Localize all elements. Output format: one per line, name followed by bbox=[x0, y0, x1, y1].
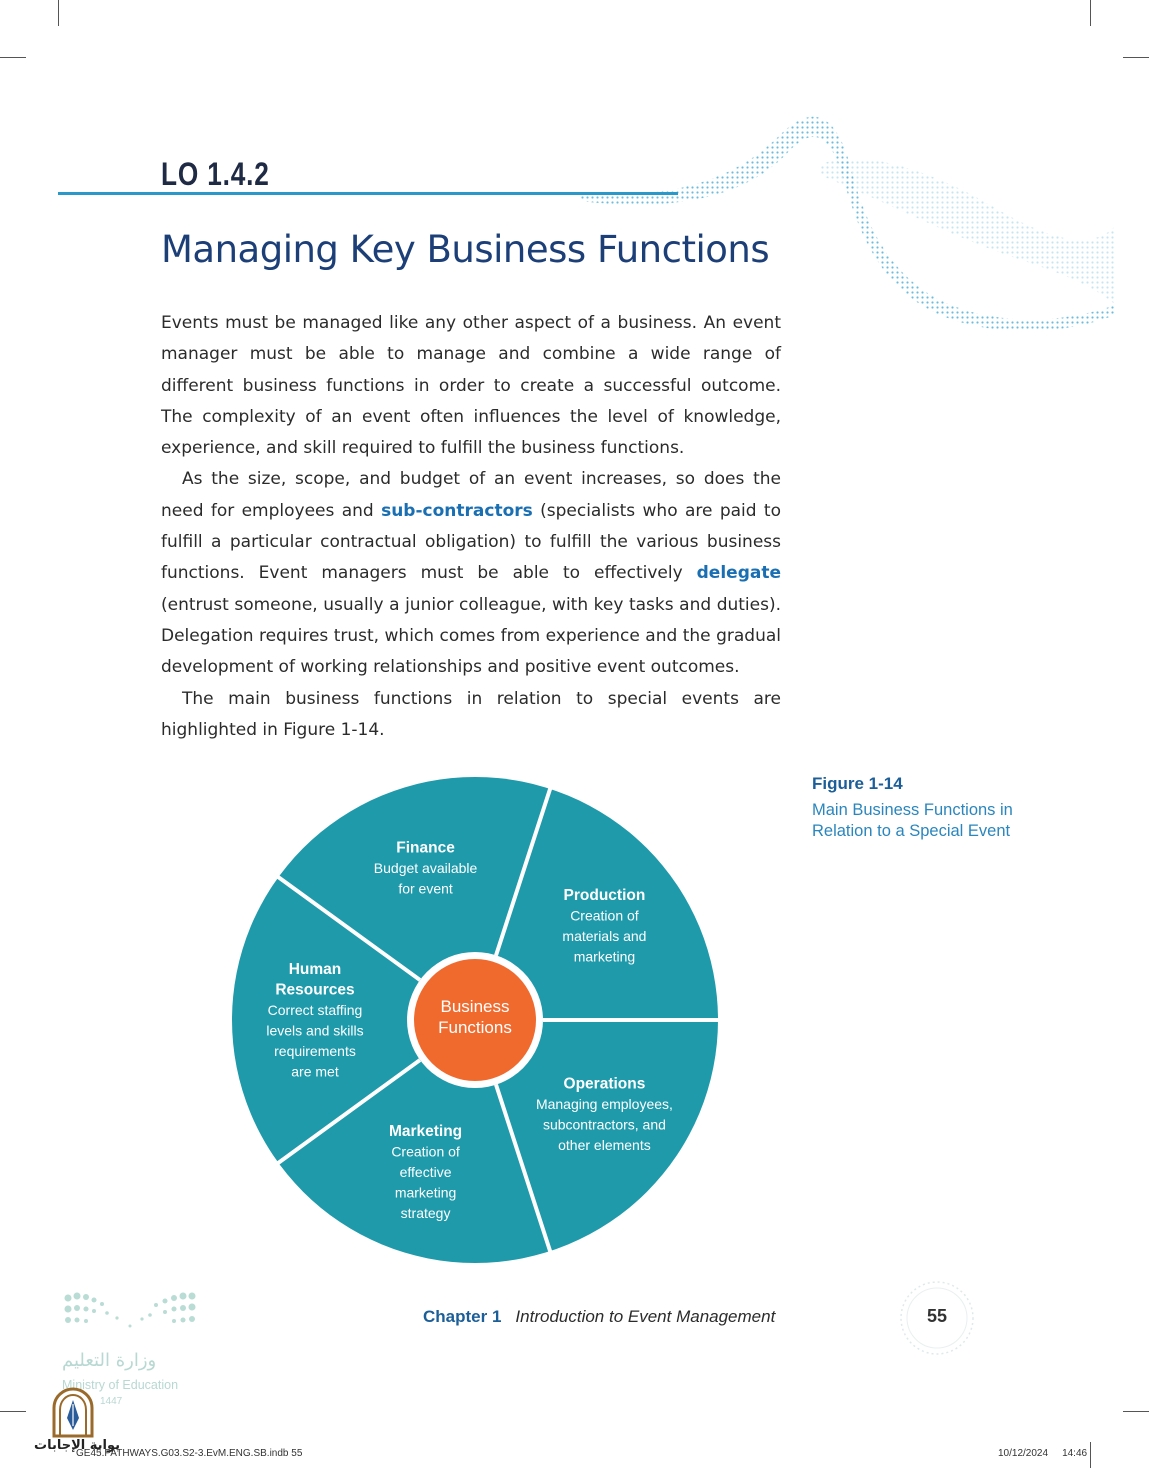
segment-description: for event bbox=[398, 880, 453, 896]
footer-chapter: Chapter 1 Introduction to Event Managemen… bbox=[423, 1307, 775, 1327]
chapter-label: Chapter 1 bbox=[423, 1307, 502, 1326]
segment-title: Operations bbox=[564, 1075, 646, 1092]
watermark-site-name: بوابة الإجابات bbox=[34, 1438, 120, 1453]
crop-mark bbox=[58, 0, 59, 26]
crop-mark bbox=[1090, 1442, 1091, 1468]
paragraph-2-part-b: (specialists who are paid to fulfill a p… bbox=[161, 500, 781, 584]
page-number-ring-decoration bbox=[900, 1281, 974, 1355]
segment-divider bbox=[494, 786, 553, 956]
segment-description: other elements bbox=[558, 1137, 651, 1153]
crop-mark bbox=[1123, 57, 1149, 58]
ministry-name-english: Ministry of Education bbox=[62, 1378, 179, 1392]
figure-title: Main Business Functions in Relation to a… bbox=[812, 801, 1013, 840]
segment-title: Production bbox=[564, 887, 646, 904]
chapter-title: Introduction to Event Management bbox=[515, 1307, 776, 1326]
segment-description: Budget available bbox=[374, 860, 478, 876]
segment-description: Correct staffing bbox=[268, 1002, 363, 1018]
crop-mark bbox=[0, 1411, 26, 1412]
segment-description: levels and skills bbox=[266, 1022, 363, 1038]
segment-description: marketing bbox=[574, 949, 635, 965]
segment-description: Managing employees, bbox=[536, 1096, 673, 1112]
segment-title: Finance bbox=[396, 839, 455, 856]
segment-description: effective bbox=[400, 1164, 452, 1180]
segment-description: Creation of bbox=[570, 908, 639, 924]
crop-mark bbox=[1090, 0, 1091, 26]
paragraph-3: The main business functions in relation … bbox=[161, 688, 781, 740]
crop-mark bbox=[1123, 1411, 1149, 1412]
segment-description: strategy bbox=[401, 1205, 451, 1221]
lo-rule bbox=[58, 192, 678, 195]
term-sub-contractors: sub-contractors bbox=[381, 500, 533, 521]
paragraph-2-part-a: As the size, scope, and budget of an eve… bbox=[161, 469, 781, 521]
dotted-wave-decoration bbox=[580, 116, 1116, 331]
segment-title: Marketing bbox=[389, 1123, 462, 1140]
center-label: Business bbox=[441, 997, 510, 1016]
ministry-year: 1447 bbox=[100, 1396, 123, 1407]
segment-description: Creation of bbox=[391, 1144, 460, 1160]
center-label: Functions bbox=[438, 1018, 512, 1037]
paragraph-2: As the size, scope, and budget of an eve… bbox=[161, 464, 781, 683]
crop-mark bbox=[0, 57, 26, 58]
figure-caption: Figure 1-14 Main Business Functions in R… bbox=[812, 774, 1032, 841]
center-circle bbox=[414, 959, 536, 1081]
learning-objective-label: LO 1.4.2 bbox=[161, 156, 270, 192]
print-slug-time: 14:46 bbox=[1062, 1448, 1088, 1459]
page-number: 55 bbox=[926, 1306, 948, 1326]
segment-description: subcontractors, and bbox=[543, 1116, 666, 1132]
segment-title: Resources bbox=[275, 981, 354, 998]
print-slug-datetime: 10/12/2024 14:46 bbox=[998, 1448, 1087, 1459]
segment-description: materials and bbox=[562, 928, 646, 944]
segment-divider bbox=[494, 1084, 553, 1254]
segment-description: are met bbox=[291, 1063, 339, 1079]
page-title: Managing Key Business Functions bbox=[161, 228, 770, 271]
figure-number: Figure 1-14 bbox=[812, 774, 903, 793]
print-slug-date: 10/12/2024 bbox=[998, 1448, 1049, 1459]
ministry-logo-dots bbox=[64, 1292, 196, 1328]
paragraph-2-part-c: (entrust someone, usually a junior colle… bbox=[161, 594, 781, 678]
body-text: Events must be managed like any other as… bbox=[161, 308, 781, 746]
segment-title: Human bbox=[289, 961, 342, 978]
paragraph-1: Events must be managed like any other as… bbox=[161, 313, 781, 459]
ministry-name-arabic: وزارة التعليم bbox=[62, 1350, 157, 1371]
segment-description: marketing bbox=[395, 1185, 456, 1201]
print-slug-file: GE45.PATHWAYS.G03.S2-3.EvM.ENG.SB.indb 5… bbox=[76, 1448, 303, 1459]
pen-emblem-icon bbox=[52, 1387, 94, 1438]
segment-divider bbox=[275, 874, 422, 982]
term-delegate: delegate bbox=[696, 563, 781, 584]
segment-description: requirements bbox=[274, 1043, 356, 1059]
segment-divider bbox=[275, 1058, 422, 1166]
